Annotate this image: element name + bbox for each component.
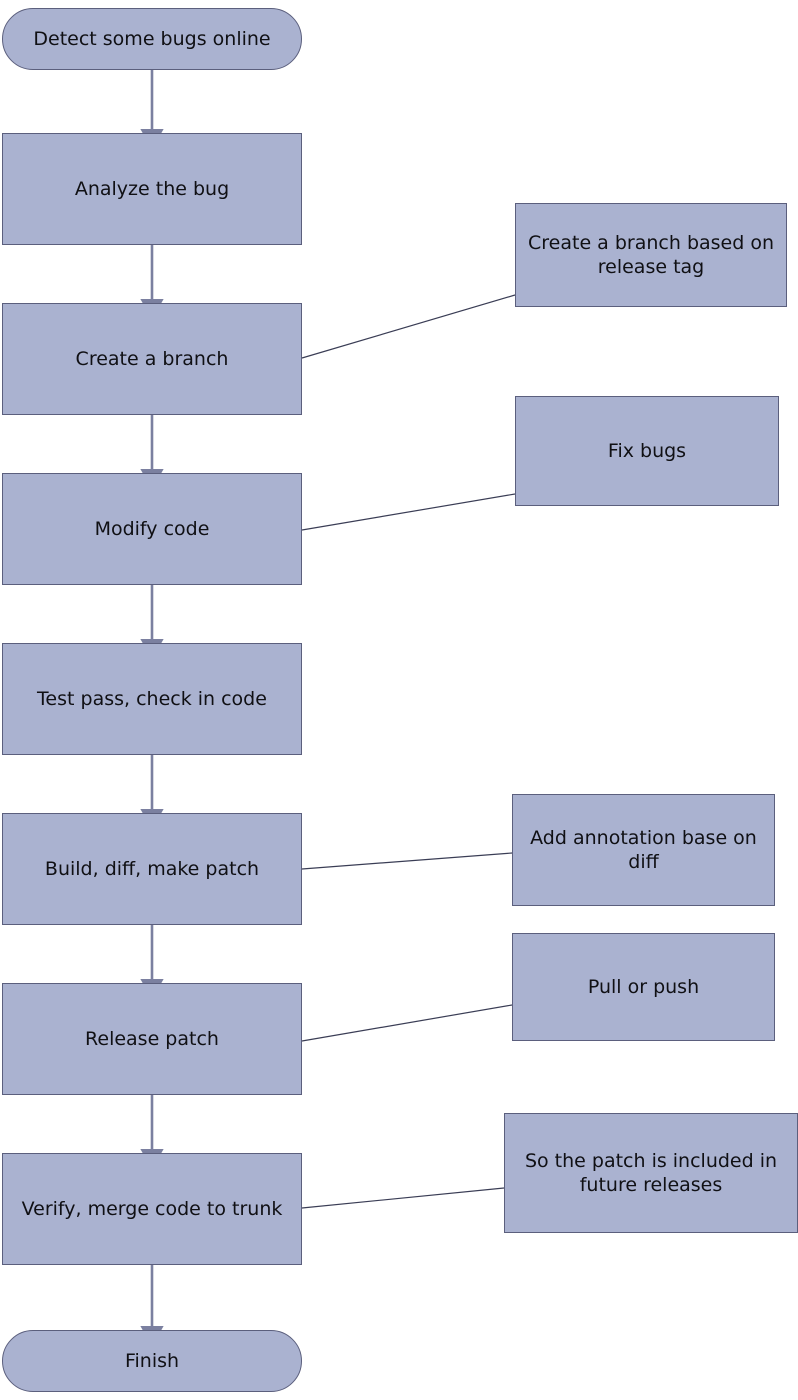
node-build-diff-patch[interactable]: Build, diff, make patch [2, 813, 302, 925]
annotation-label: Create a branch based on release tag [528, 231, 774, 278]
node-test-checkin[interactable]: Test pass, check in code [2, 643, 302, 755]
annotation-ann-fix-bugs[interactable]: Fix bugs [515, 396, 779, 506]
node-create-branch[interactable]: Create a branch [2, 303, 302, 415]
annotation-label: Add annotation base on diff [530, 826, 757, 873]
annotation-connectors [301, 294, 516, 1209]
node-analyze[interactable]: Analyze the bug [2, 133, 302, 245]
node-label: Detect some bugs online [33, 27, 271, 50]
conn-build-patch [301, 852, 513, 870]
conn-verify-merge [301, 1187, 505, 1209]
node-label: Verify, merge code to trunk [21, 1197, 283, 1220]
annotation-ann-pull-push[interactable]: Pull or push [512, 933, 775, 1041]
node-label: Analyze the bug [74, 177, 230, 200]
node-label: Create a branch [75, 347, 229, 370]
node-finish[interactable]: Finish [2, 1330, 302, 1392]
annotation-ann-add-annotation[interactable]: Add annotation base on diff [512, 794, 775, 906]
node-label: Release patch [85, 1027, 219, 1050]
conn-release-patch [301, 1004, 513, 1042]
annotation-ann-future-releases[interactable]: So the patch is included in future relea… [504, 1113, 798, 1233]
node-label: Build, diff, make patch [44, 857, 260, 880]
annotation-label: Pull or push [587, 975, 700, 998]
node-verify-merge[interactable]: Verify, merge code to trunk [2, 1153, 302, 1265]
node-label: Test pass, check in code [37, 687, 267, 710]
conn-create-branch [301, 294, 516, 359]
conn-modify-code [301, 493, 516, 531]
node-release-patch[interactable]: Release patch [2, 983, 302, 1095]
annotation-label: Fix bugs [607, 439, 687, 462]
node-label: Modify code [94, 517, 210, 540]
annotation-label: So the patch is included in future relea… [524, 1149, 778, 1196]
node-label: Finish [124, 1349, 180, 1372]
annotation-ann-create-branch[interactable]: Create a branch based on release tag [515, 203, 787, 307]
node-modify-code[interactable]: Modify code [2, 473, 302, 585]
node-detect[interactable]: Detect some bugs online [2, 8, 302, 70]
